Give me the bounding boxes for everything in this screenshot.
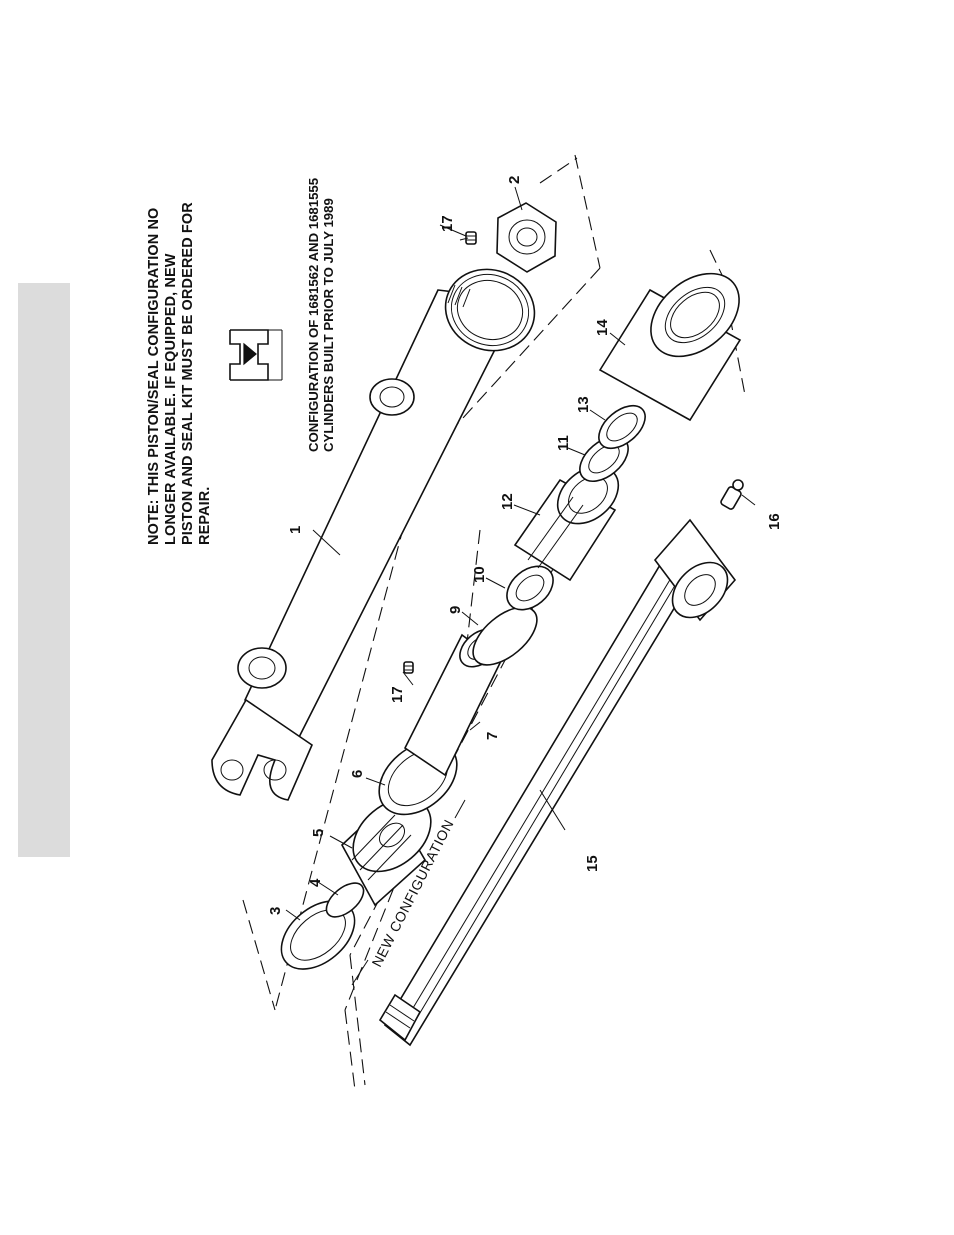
callout-7: 7: [484, 732, 501, 740]
grease-fitting-part-16: [720, 480, 743, 510]
callout-11: 11: [555, 435, 572, 451]
note-line-3: PISTON AND SEAL KIT MUST BE ORDERED FOR: [180, 202, 196, 545]
callout-10: 10: [471, 566, 488, 583]
callout-12: 12: [499, 493, 516, 510]
callout-17-lower: 17: [389, 686, 406, 703]
callout-14: 14: [594, 319, 611, 336]
note-line-2: LONGER AVAILABLE. IF EQUIPPED, NEW: [163, 253, 179, 545]
callout-16: 16: [766, 513, 783, 530]
callout-4: 4: [307, 878, 324, 887]
callout-6: 6: [349, 770, 366, 778]
configuration-line-1: CONFIGURATION OF 1681562 AND 1681555: [306, 178, 321, 452]
callout-2: 2: [506, 176, 523, 184]
callout-13: 13: [575, 396, 592, 413]
callout-9: 9: [447, 606, 464, 614]
cylinder-barrel-part-1: [212, 257, 546, 800]
callout-17-upper: 17: [439, 215, 456, 232]
cap-part-14: [600, 257, 755, 420]
configuration-line-2: CYLINDERS BUILT PRIOR TO JULY 1989: [321, 198, 336, 452]
callout-1: 1: [287, 526, 304, 534]
seal-cross-section-symbol: [230, 330, 282, 380]
set-screw-part-17-lower: [404, 662, 413, 673]
nut-part-2: [497, 203, 556, 272]
note-line-1: NOTE: THIS PISTON/SEAL CONFIGURATION NO: [146, 208, 162, 545]
callout-3: 3: [267, 907, 284, 915]
callout-5: 5: [310, 829, 327, 837]
piston-seal-note: NOTE: THIS PISTON/SEAL CONFIGURATION NO …: [146, 202, 213, 545]
configuration-caption: CONFIGURATION OF 1681562 AND 1681555 CYL…: [306, 178, 336, 452]
note-line-4: REPAIR.: [197, 487, 213, 545]
callout-15: 15: [584, 855, 601, 872]
